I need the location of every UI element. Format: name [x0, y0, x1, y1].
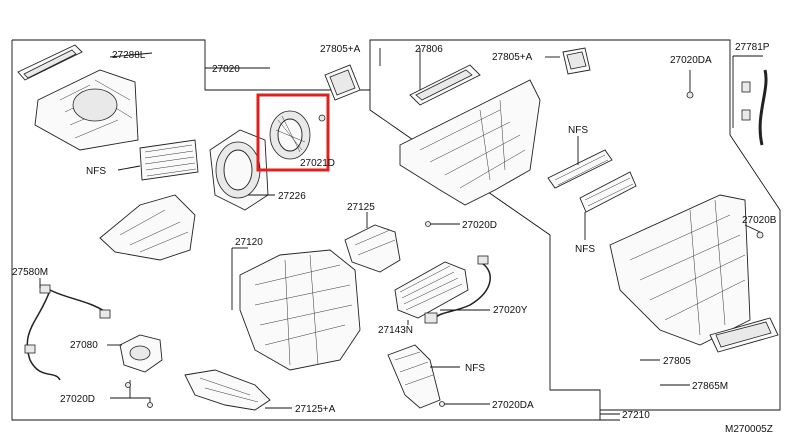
label-27805A-top2: 27805+A — [492, 52, 533, 63]
part-nfs-filter-left — [139, 139, 199, 181]
part-lower-duct-left — [99, 194, 196, 261]
label-27020: 27020 — [212, 64, 240, 75]
part-27805A-seal-top — [324, 64, 361, 101]
part-nfs-mid-1 — [547, 149, 613, 189]
label-27020B: 27020B — [742, 215, 777, 226]
diagram-code: M270005Z — [725, 424, 773, 435]
label-nfs-mid2: NFS — [575, 244, 595, 255]
part-27805-seal-lower — [709, 317, 779, 353]
part-27580M-harness — [24, 284, 111, 381]
part-27125A-lower-duct — [184, 369, 271, 411]
label-27125A: 27125+A — [295, 404, 336, 415]
part-27288L-filter-cover — [17, 44, 83, 81]
label-27210: 27210 — [622, 410, 650, 421]
part-27020-blower-case — [34, 69, 139, 151]
label-27288L: 27288L — [112, 50, 146, 61]
label-27806: 27806 — [415, 44, 443, 55]
part-27020Y-sensor — [424, 255, 491, 324]
part-27806-seal — [409, 64, 481, 106]
label-27120: 27120 — [235, 237, 263, 248]
part-27021D-blower-fan — [269, 110, 326, 160]
label-27020DA-top: 27020DA — [670, 55, 712, 66]
label-27020DA-bottom: 27020DA — [492, 400, 534, 411]
label-27080: 27080 — [70, 340, 98, 351]
part-27120-main-case — [239, 249, 361, 371]
label-27226: 27226 — [278, 191, 306, 202]
part-nfs-mid-2 — [579, 171, 637, 213]
highlight-box — [256, 93, 330, 172]
label-27020Y: 27020Y — [493, 305, 528, 316]
frame-lines — [11, 39, 781, 421]
label-27143N: 27143N — [378, 325, 413, 336]
label-27805: 27805 — [663, 356, 691, 367]
part-27865M-heater-unit — [609, 194, 751, 346]
label-27805A-top: 27805+A — [320, 44, 361, 55]
part-27226-blower-motor-housing — [209, 129, 269, 211]
part-nfs-bottom-duct — [387, 344, 441, 409]
label-27020D-mid: 27020D — [462, 220, 497, 231]
part-27125-duct — [344, 224, 401, 273]
part-27781P-cable — [732, 55, 768, 146]
label-27125: 27125 — [347, 202, 375, 213]
part-upper-housing — [399, 79, 541, 206]
label-27020D-bottom: 27020D — [60, 394, 95, 405]
label-27865M: 27865M — [692, 381, 728, 392]
part-27080-actuator — [119, 334, 163, 373]
label-27580M: 27580M — [12, 267, 48, 278]
part-27805A-seal-top-right — [562, 47, 591, 75]
label-27781P: 27781P — [735, 42, 770, 53]
label-nfs-mid1: NFS — [568, 125, 588, 136]
label-nfs-left: NFS — [86, 166, 106, 177]
part-27143N-heater-core — [394, 261, 469, 319]
label-27021D: 27021D — [300, 158, 335, 169]
label-nfs-bottom: NFS — [465, 363, 485, 374]
